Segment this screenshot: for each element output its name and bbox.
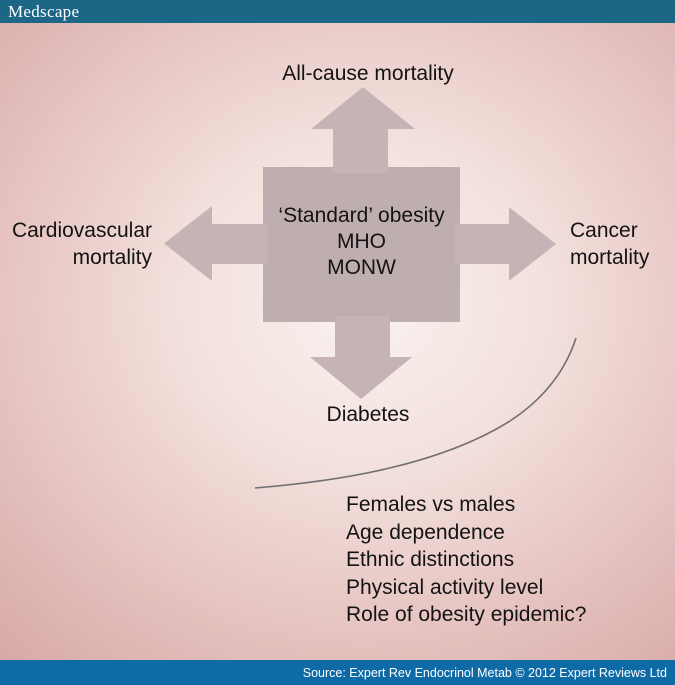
factor-list: Females vs males Age dependence Ethnic d… bbox=[346, 491, 586, 629]
cross-arrow-left bbox=[164, 206, 268, 281]
factor-item: Females vs males bbox=[346, 493, 516, 516]
label-line: Cardiovascular bbox=[11, 219, 152, 242]
label-line: mortality bbox=[72, 246, 152, 269]
diagram-canvas: All-cause mortality Cardiovascular morta… bbox=[0, 23, 675, 660]
rising-curve bbox=[254, 337, 577, 489]
cross-arrow-up bbox=[311, 87, 415, 173]
center-line-mho: MHO bbox=[337, 230, 386, 253]
factor-item: Ethnic distinctions bbox=[346, 548, 515, 571]
cross-center-square bbox=[263, 167, 460, 322]
label-text: Diabetes bbox=[326, 403, 410, 426]
factor-item: Role of obesity epidemic? bbox=[346, 603, 587, 626]
center-line-standard-obesity: ‘Standard’ obesity bbox=[278, 204, 445, 227]
source-attribution: Source: Expert Rev Endocrinol Metab © 20… bbox=[302, 665, 667, 680]
label-cardiovascular-mortality: Cardiovascular mortality bbox=[0, 217, 152, 271]
label-text: All-cause mortality bbox=[282, 62, 454, 85]
cross-center-text: ‘Standard’ obesity MHO MONW bbox=[263, 203, 460, 281]
label-line: Cancer bbox=[570, 219, 638, 242]
header-bar: Medscape bbox=[0, 0, 675, 23]
factor-item: Physical activity level bbox=[346, 575, 544, 599]
medscape-logo: Medscape bbox=[8, 1, 80, 21]
label-line: mortality bbox=[570, 246, 650, 269]
cross-arrow-right bbox=[455, 207, 556, 281]
factor-item: Age dependence bbox=[346, 520, 505, 544]
cross-arrows-graphic bbox=[164, 87, 556, 399]
footer-bar: Source: Expert Rev Endocrinol Metab © 20… bbox=[0, 660, 675, 685]
label-all-cause-mortality: All-cause mortality bbox=[228, 60, 508, 87]
label-cancer-mortality: Cancer mortality bbox=[570, 217, 675, 271]
rising-curve-graphic bbox=[254, 337, 577, 489]
label-diabetes: Diabetes bbox=[268, 401, 468, 428]
cross-arrow-down bbox=[310, 316, 412, 399]
center-line-monw: MONW bbox=[327, 256, 396, 279]
